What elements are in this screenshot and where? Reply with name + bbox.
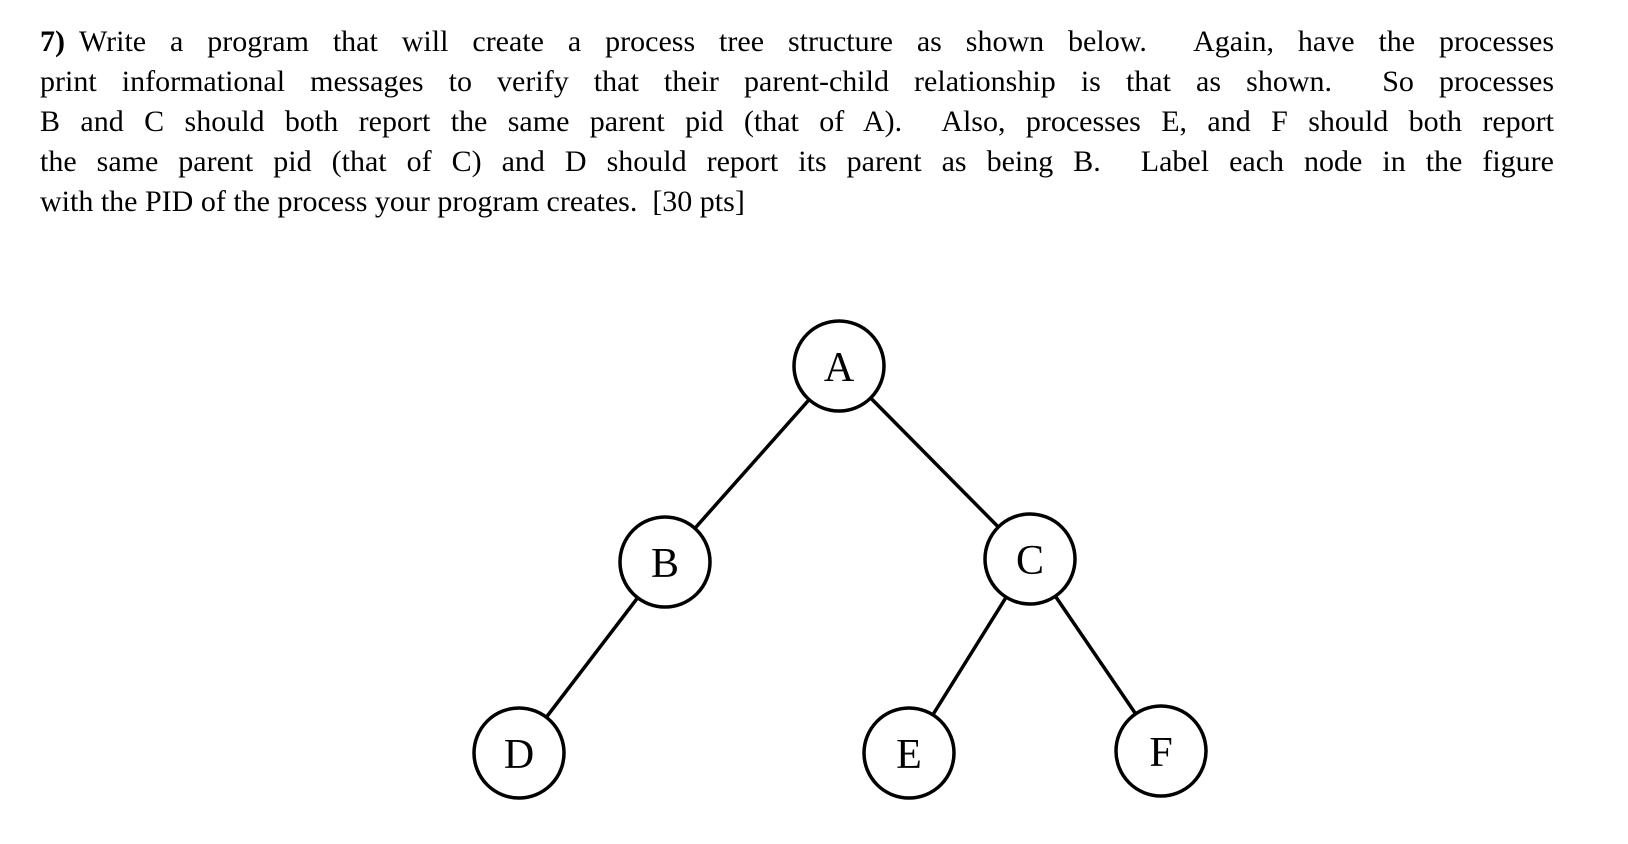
node-circle-D: [472, 706, 566, 800]
tree-node-A: A: [792, 319, 886, 413]
question-line-3: B and C should both report the same pare…: [40, 105, 1554, 138]
node-label-C: C: [1016, 538, 1044, 584]
question-line-1: 7) Write a program that will create a pro…: [40, 22, 1554, 62]
node-circle-F: [1114, 704, 1208, 798]
tree-node-B: B: [618, 515, 712, 609]
question-line-2: print informational messages to verify t…: [40, 65, 1554, 98]
node-label-B: B: [651, 541, 679, 587]
question-line-1-text: Write a program that will create a proce…: [79, 25, 1554, 58]
node-circle-B: [618, 515, 712, 609]
question-number: 7): [40, 25, 65, 58]
tree-node-C: C: [983, 512, 1077, 606]
tree-node-E: E: [862, 706, 956, 800]
node-label-F: F: [1149, 730, 1172, 776]
question-line-4: the same parent pid (that of C) and D sh…: [40, 145, 1554, 178]
question-line-5: with the PID of the process your program…: [40, 185, 745, 218]
node-circle-C: [983, 512, 1077, 606]
node-label-D: D: [504, 732, 534, 778]
node-circle-E: [862, 706, 956, 800]
question-text: 7) Write a program that will create a pro…: [40, 22, 1554, 222]
tree-node-D: D: [472, 706, 566, 800]
node-label-A: A: [824, 345, 855, 391]
node-circle-A: [792, 319, 886, 413]
tree-node-F: F: [1114, 704, 1208, 798]
node-label-E: E: [896, 732, 922, 778]
